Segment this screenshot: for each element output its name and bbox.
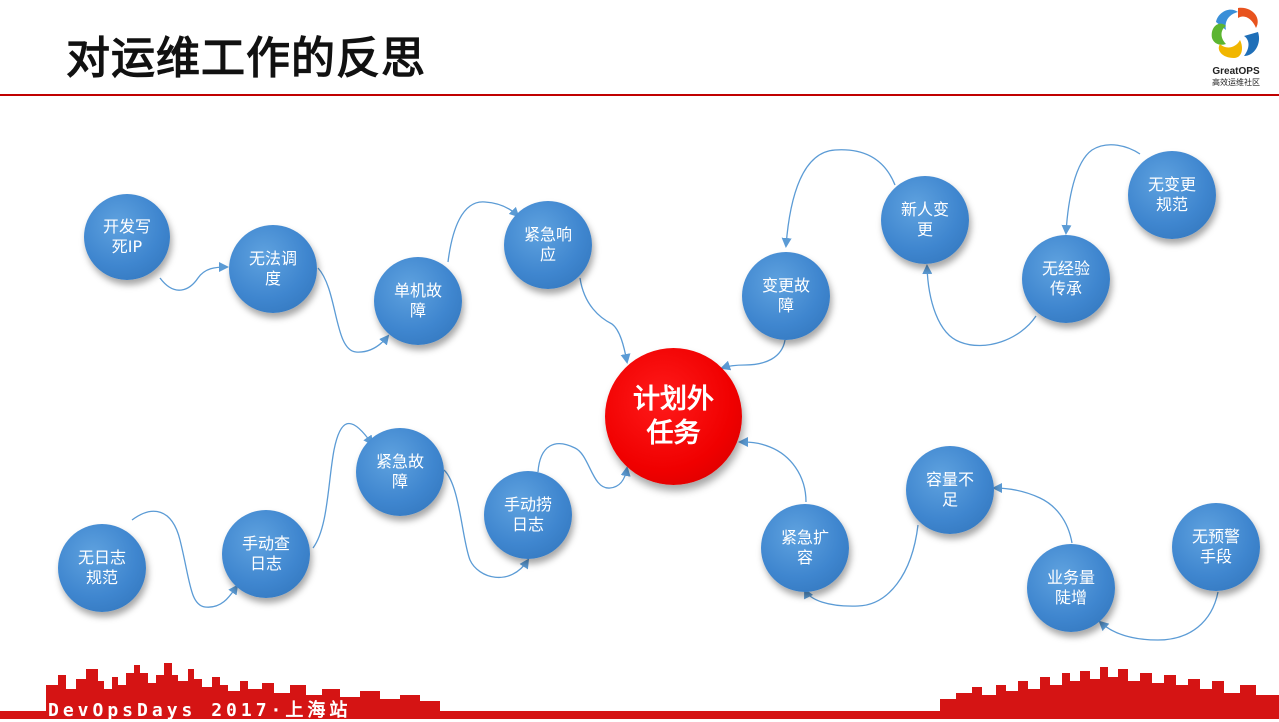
node-shoudong-cha-rizhi: 手动查 日志: [222, 510, 310, 598]
edge-xinren-biangeng: [781, 149, 896, 248]
edge-jinjigz-laoi: [443, 469, 530, 578]
city-skyline-footer: [0, 663, 1279, 719]
edge-kaifa-wufa: [159, 262, 229, 291]
footer-event-label: DevOpsDays 2017·上海站: [48, 700, 352, 721]
node-danji-guzhang: 单机故 障: [374, 257, 462, 345]
title-divider: [0, 94, 1279, 96]
node-wu-jingyan-chuancheng: 无经验 传承: [1022, 235, 1110, 323]
edge-wubiangeng-wujingyan: [1061, 144, 1141, 235]
edge-yewu-rongliang: [992, 483, 1073, 544]
node-kaifa-xie-si-ip: 开发写 死IP: [84, 194, 170, 280]
edge-wuyujing-yewu: [1098, 591, 1219, 641]
node-rongliang-buzu: 容量不 足: [906, 446, 994, 534]
edge-biangeng-center: [720, 339, 786, 371]
node-jinji-xiangying: 紧急响 应: [504, 201, 592, 289]
greatops-logo: GreatOPS 高效运维社区: [1200, 4, 1272, 88]
node-yewuliang-douzeng: 业务量 陡增: [1027, 544, 1115, 632]
node-biangeng-guzhang: 变更故 障: [742, 252, 830, 340]
edge-jinji-center: [579, 277, 631, 364]
node-jinji-guzhang: 紧急故 障: [356, 428, 444, 516]
edge-wurizhi-shoudong: [131, 510, 239, 608]
edge-wujingyan-xinren: [922, 264, 1037, 347]
node-center-jihuawai-renwu: 计划外 任务: [605, 348, 742, 485]
logo-name: GreatOPS: [1212, 66, 1260, 77]
logo-subtitle: 高效运维社区: [1212, 78, 1260, 87]
logo-icon: [1211, 7, 1260, 58]
node-wu-biangeng-guifan: 无变更 规范: [1128, 151, 1216, 239]
node-wu-rizhi-guifan: 无日志 规范: [58, 524, 146, 612]
node-shoudong-lao-rizhi: 手动捞 日志: [484, 471, 572, 559]
node-xinren-biangeng: 新人变 更: [881, 176, 969, 264]
edge-rongliang-jinjikr: [804, 524, 919, 607]
edge-wufa-danji: [317, 267, 390, 353]
node-wu-yujing-shouduan: 无预警 手段: [1172, 503, 1260, 591]
edge-jinjikr-center: [738, 437, 807, 503]
edge-danji-jinji: [447, 201, 520, 263]
page-title: 对运维工作的反思: [66, 33, 426, 84]
edge-shoudong-jinjigz: [312, 422, 374, 549]
node-jinji-kuorong: 紧急扩 容: [761, 504, 849, 592]
node-wufa-tiaodu: 无法调 度: [229, 225, 317, 313]
edge-laoi-center: [537, 443, 631, 489]
